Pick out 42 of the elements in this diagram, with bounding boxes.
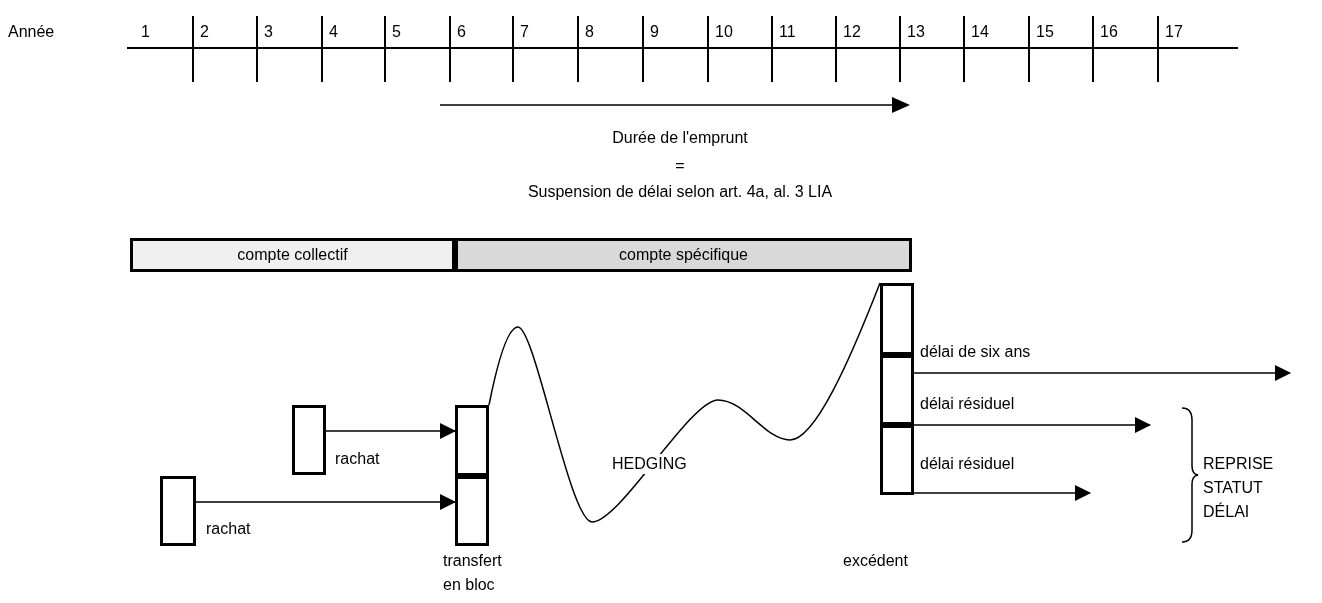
- box-caption: rachat: [206, 519, 252, 539]
- year-number: 16: [1100, 22, 1119, 42]
- arrow: [913, 365, 1291, 381]
- arrow: [195, 494, 456, 510]
- year-number: 13: [907, 22, 926, 42]
- account-bar: compte spécifique: [455, 238, 912, 272]
- year-number: 17: [1165, 22, 1184, 42]
- box-caption: excédent: [843, 551, 909, 571]
- empty-box: [292, 405, 326, 475]
- box-caption: transfert en bloc: [443, 551, 503, 595]
- account-bar: compte collectif: [130, 238, 455, 272]
- empty-box: [160, 476, 196, 546]
- year-number: 8: [585, 22, 595, 42]
- arrow: [325, 423, 456, 439]
- brace-label: REPRISE STATUT DÉLAI: [1203, 454, 1275, 522]
- year-number: 9: [650, 22, 660, 42]
- year-number: 6: [457, 22, 467, 42]
- wave-line: [488, 282, 881, 523]
- year-number: 12: [843, 22, 862, 42]
- empty-box: [880, 355, 914, 425]
- year-number: 15: [1036, 22, 1055, 42]
- duration-note: Durée de l'emprunt: [611, 128, 749, 148]
- year-number: 10: [715, 22, 734, 42]
- year-number: 5: [392, 22, 402, 42]
- empty-box: [880, 425, 914, 495]
- empty-box: [880, 283, 914, 355]
- box-caption: rachat: [335, 449, 381, 469]
- edge-label: HEDGING: [612, 454, 687, 474]
- year-number: 3: [264, 22, 274, 42]
- duration-note: Suspension de délai selon art. 4a, al. 3 LIA: [526, 182, 834, 202]
- year-number: 14: [971, 22, 990, 42]
- axis-title: Année: [8, 22, 56, 42]
- duration-note: =: [674, 156, 686, 176]
- empty-box: [455, 476, 489, 546]
- year-number: 11: [779, 22, 797, 42]
- year-number: 2: [200, 22, 210, 42]
- year-number: 4: [329, 22, 339, 42]
- empty-box: [455, 405, 489, 476]
- year-number: 7: [520, 22, 530, 42]
- year-number: 1: [141, 22, 151, 42]
- arrow: [913, 485, 1091, 501]
- arrow: [913, 417, 1151, 433]
